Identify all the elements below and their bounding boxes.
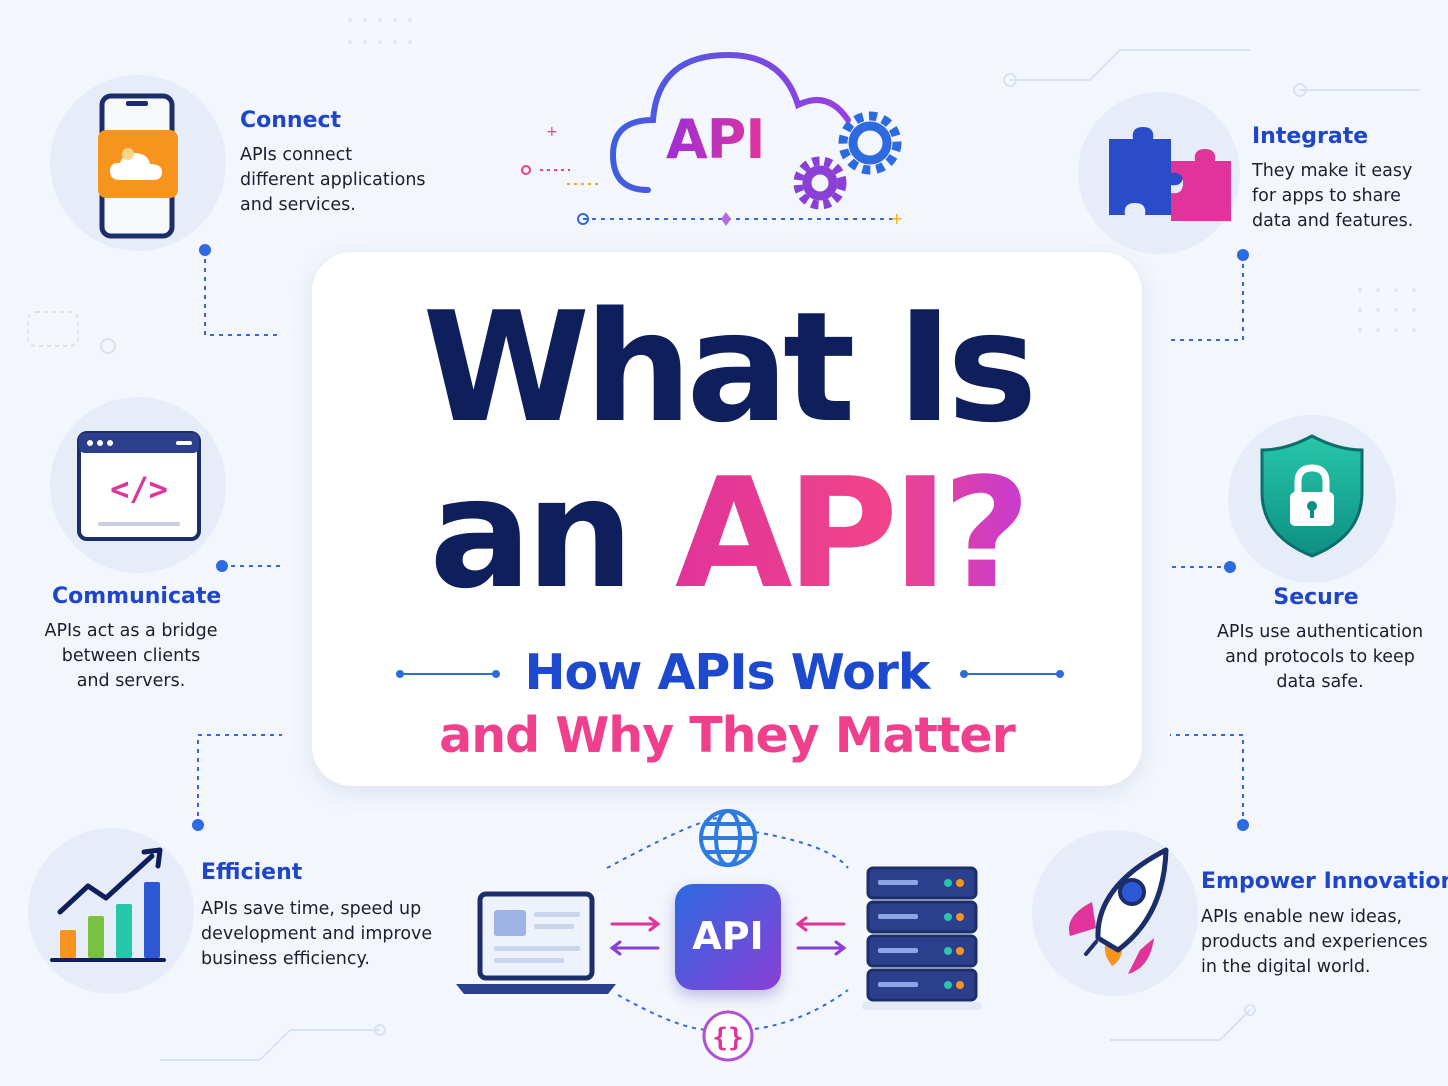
laptop-icon <box>456 891 616 994</box>
communicate-line: APIs act as a bridge <box>44 621 218 641</box>
double-arrow-right-icon <box>795 916 847 956</box>
api-center-label: API <box>692 914 764 958</box>
efficient-icon-bg <box>28 828 194 994</box>
connect-title: Connect <box>240 108 342 133</box>
efficient-line: business efficiency. <box>201 949 370 969</box>
hero-title-an: an <box>429 445 675 622</box>
svg-text:+: + <box>890 209 903 228</box>
hero-title-api: API? <box>674 445 1031 622</box>
server-icon <box>862 866 982 1010</box>
integrate-line: data and features. <box>1252 211 1414 231</box>
double-arrow-left-icon <box>609 916 661 956</box>
subtitle-decor-lines <box>396 670 1064 678</box>
secure-title: Secure <box>1273 585 1359 610</box>
efficient-line: development and improve <box>201 924 433 944</box>
hero-card: What Is an API? How APIs Work and Why Th… <box>312 252 1142 786</box>
innovation-line: APIs enable new ideas, <box>1201 907 1403 927</box>
secure-line: data safe. <box>1276 672 1364 692</box>
svg-text:{}: {} <box>712 1023 743 1053</box>
code-window-icon: </> <box>77 431 201 541</box>
gear-icon <box>793 111 902 210</box>
integrate-line: They make it easy <box>1252 161 1413 181</box>
connect-text: APIs connect different applications and … <box>240 143 426 218</box>
growth-chart-icon <box>50 847 166 962</box>
hero-subtitle-1: How APIs Work <box>524 644 930 701</box>
globe-icon <box>699 809 757 867</box>
hero-title-line1: What Is <box>422 279 1037 456</box>
communicate-line: between clients <box>61 646 201 666</box>
innovation-line: products and experiences <box>1201 932 1428 952</box>
efficient-text: APIs save time, speed up development and… <box>201 897 432 972</box>
secure-line: APIs use authentication <box>1216 622 1424 642</box>
integrate-line: for apps to share <box>1252 186 1401 206</box>
cloud-api-icon: API <box>608 50 908 220</box>
puzzle-icon <box>1109 127 1231 221</box>
innovation-title: Empower Innovation <box>1201 869 1448 894</box>
hero-subtitle-2: and Why They Matter <box>439 707 1016 764</box>
braces-icon: {} <box>702 1010 754 1062</box>
top-api-label: API <box>666 108 765 171</box>
rocket-icon <box>1068 847 1169 974</box>
shield-lock-icon <box>1260 434 1364 558</box>
innovation-text: APIs enable new ideas, products and expe… <box>1201 905 1428 980</box>
hero-title-line2: an API? <box>312 458 1142 610</box>
connect-line: different applications <box>240 170 426 190</box>
efficient-title: Efficient <box>201 860 303 885</box>
communicate-text: APIs act as a bridge between clients and… <box>30 619 232 694</box>
communicate-title: Communicate <box>52 584 222 609</box>
svg-text:</>: </> <box>110 470 168 508</box>
connect-line: and services. <box>240 195 356 215</box>
svg-text:+: + <box>546 124 558 140</box>
api-center-badge: API <box>675 884 781 990</box>
integrate-title: Integrate <box>1252 124 1369 149</box>
innovation-line: in the digital world. <box>1201 957 1371 977</box>
efficient-line: APIs save time, speed up <box>201 899 422 919</box>
secure-line: and protocols to keep <box>1225 647 1415 667</box>
connect-line: APIs connect <box>240 145 353 165</box>
phone-cloud-icon <box>98 93 178 239</box>
communicate-line: and servers. <box>76 671 186 691</box>
secure-text: APIs use authentication and protocols to… <box>1196 620 1444 695</box>
integrate-text: They make it easy for apps to share data… <box>1252 159 1413 234</box>
